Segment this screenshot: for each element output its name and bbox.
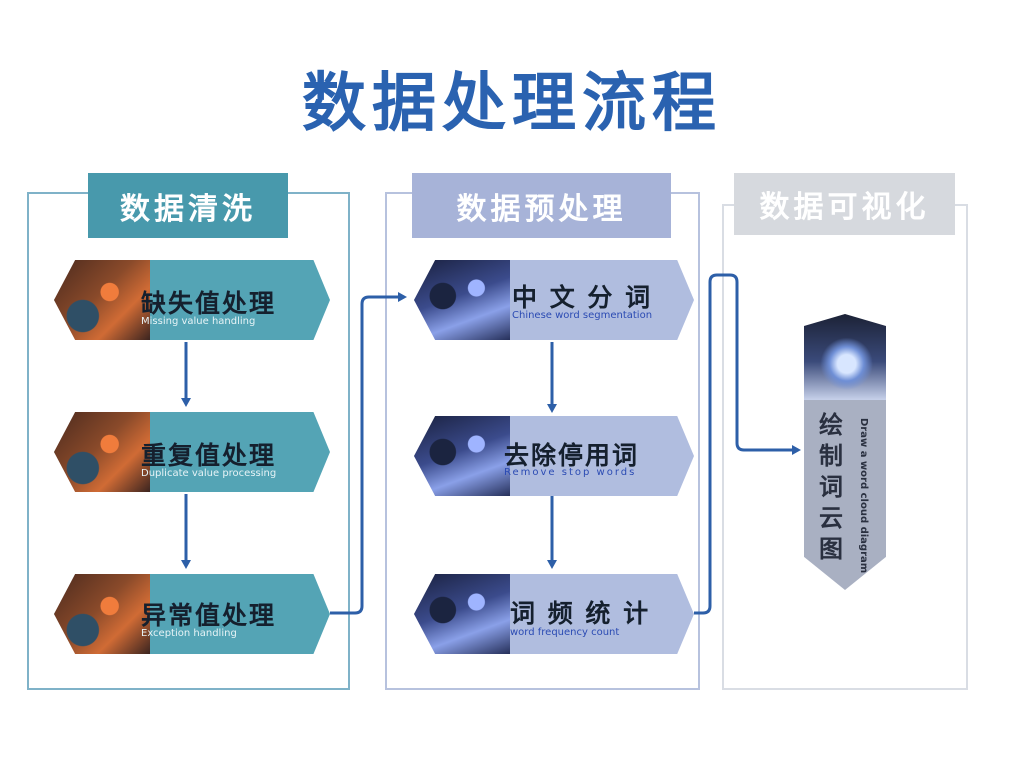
step-label-cn: 异常值处理 [141,601,277,630]
arrow-pre-to-vis [694,273,801,615]
step-word-segmentation: 中 文 分 词 Chinese word segmentation [414,260,694,340]
step-label-en: Exception handling [141,628,237,639]
step-label-en: Chinese word segmentation [512,310,653,321]
preprocessing-header: 数据预处理 [412,173,671,238]
brain-image [804,314,886,400]
visualization-header: 数据可视化 [734,173,955,235]
step-label-en: Duplicate value processing [141,468,277,479]
programmer-image [54,412,150,492]
step-label-en: word frequency count [510,627,620,638]
page-title: 数据处理流程 [302,67,722,141]
step-label-en: Remove stop words [504,467,637,478]
step-label-en: Draw a word cloud diagram [858,418,869,574]
step-label-cn: 中 文 分 词 [512,283,653,312]
programmer-image [54,574,150,654]
robot-image [414,416,510,496]
step-exception: 异常值处理 Exception handling [54,574,330,654]
step-word-cloud: 绘制词云图 Draw a word cloud diagram [804,314,886,590]
step-label-cn: 去除停用词 [504,441,640,470]
programmer-image [54,260,150,340]
step-label-cn: 缺失值处理 [141,289,277,318]
step-stop-words: 去除停用词 Remove stop words [414,416,694,496]
robot-image [414,260,510,340]
cleaning-header: 数据清洗 [88,173,288,238]
step-label-cn: 重复值处理 [141,441,277,470]
robot-image [414,574,510,654]
step-label-cn: 绘制词云图 [819,411,843,563]
step-label-en: Missing value handling [141,316,256,327]
step-missing-value: 缺失值处理 Missing value handling [54,260,330,340]
step-label-cn: 词 频 统 计 [510,599,651,628]
step-word-frequency: 词 频 统 计 word frequency count [414,574,694,654]
arrow-clean-to-pre [330,292,407,615]
step-duplicate-value: 重复值处理 Duplicate value processing [54,412,330,492]
